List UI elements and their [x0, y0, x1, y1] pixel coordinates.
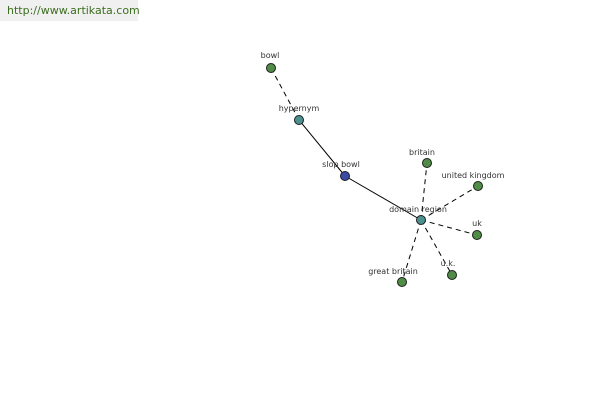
- node-britain[interactable]: [422, 158, 432, 168]
- node-u-k[interactable]: [447, 270, 457, 280]
- node-hypernym[interactable]: [294, 115, 304, 125]
- edge-domain-region-britain: [420, 162, 428, 221]
- label-u-k: u.k.: [441, 259, 456, 268]
- label-united-kingdom: united kingdom: [442, 171, 505, 180]
- edge-domain-region-great-britain: [401, 219, 422, 283]
- label-uk: uk: [472, 219, 482, 228]
- edge-domain-region-united-kingdom: [420, 185, 479, 221]
- node-bowl[interactable]: [266, 63, 276, 73]
- node-slop-bowl[interactable]: [340, 171, 350, 181]
- edge-hypernym-bowl: [270, 67, 300, 121]
- label-slop-bowl: slop bowl: [322, 160, 360, 169]
- label-great-britain: great britain: [368, 267, 418, 276]
- node-uk[interactable]: [472, 230, 482, 240]
- label-britain: britain: [409, 148, 435, 157]
- label-bowl: bowl: [261, 51, 280, 60]
- edge-domain-region-uk: [420, 219, 478, 236]
- node-united-kingdom[interactable]: [473, 181, 483, 191]
- label-hypernym: hypernym: [279, 104, 320, 113]
- edge-domain-region-u-k: [420, 219, 453, 276]
- label-domain-region: domain region: [389, 205, 447, 214]
- edge-slop-bowl-domain-region: [344, 175, 422, 221]
- edge-slop-bowl-hypernym: [298, 119, 346, 177]
- node-great-britain[interactable]: [397, 277, 407, 287]
- artikata-link[interactable]: http://www.artikata.com: [0, 0, 140, 21]
- node-domain-region[interactable]: [416, 215, 426, 225]
